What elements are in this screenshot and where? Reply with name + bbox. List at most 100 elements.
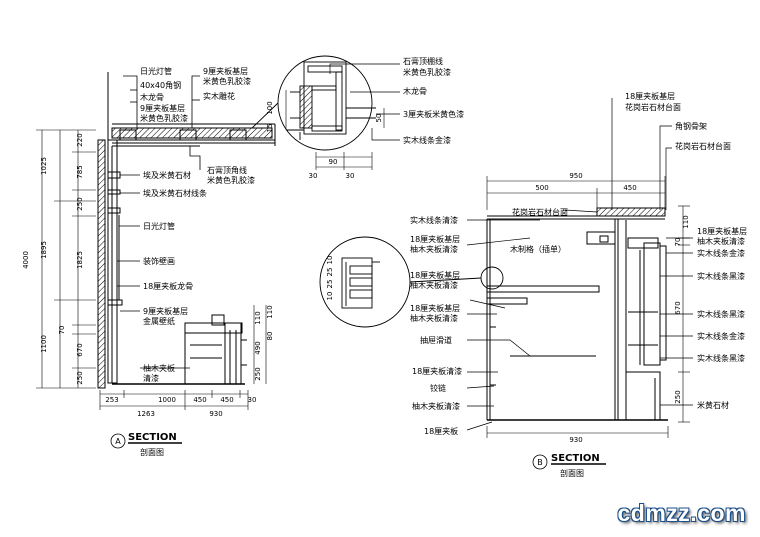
label-b-drawer-rail: 抽屉滑道 bbox=[420, 335, 452, 345]
section-b-dim-text: 950 500 450 70 110 670 250 930 10 25 25 … bbox=[326, 172, 690, 444]
detail-b-drawing bbox=[319, 236, 504, 328]
label-beige-stone: 埃及米黄石材 bbox=[143, 170, 191, 180]
label-b-granite-top: 花岗岩石材台面 bbox=[625, 102, 681, 112]
label-gypsum-line-paint: 米黄色乳胶漆 bbox=[403, 67, 451, 77]
label-plywood-keel: 18厘夹板龙骨 bbox=[143, 281, 193, 291]
dim-1100: 1100 bbox=[40, 335, 48, 353]
detail-a-drawing bbox=[251, 55, 376, 151]
label-b-r-wood-black: 实木线条黑漆 bbox=[697, 271, 745, 281]
label-b-r-wood-gold2: 实木线条金漆 bbox=[697, 331, 745, 341]
label-detail-wood-keel: 木龙骨 bbox=[403, 86, 427, 96]
label-b-wood-clear: 实木线条清漆 bbox=[410, 215, 458, 225]
dim-1895: 1895 bbox=[40, 241, 48, 259]
detail-dim-90: 90 bbox=[329, 158, 338, 166]
dim-930: 930 bbox=[209, 410, 222, 418]
label-b-teak-clear: 柚木夹板清漆 bbox=[410, 244, 458, 254]
label-plywood-base-low: 9厘夹板基层 bbox=[143, 306, 188, 316]
label-metal-wallpaper: 金属壁纸 bbox=[143, 316, 175, 326]
dim-450a: 450 bbox=[193, 396, 206, 404]
dim-80: 80 bbox=[266, 332, 274, 341]
dim-253: 253 bbox=[105, 396, 118, 404]
label-b-r-plywood-base: 18厘夹板基层 bbox=[697, 226, 747, 236]
dim-670: 670 bbox=[76, 343, 84, 356]
b-dim-110: 110 bbox=[682, 215, 690, 228]
dim-785: 785 bbox=[76, 165, 84, 178]
label-b-plywood-panel: 18厘夹板清漆 bbox=[412, 366, 462, 376]
detail-a-labels: 石膏顶棚线 米黄色乳胶漆 木龙骨 3厘夹板米黄色漆 实木线条金漆 bbox=[403, 56, 464, 145]
dim-4000: 4000 bbox=[22, 251, 30, 269]
dim-110: 110 bbox=[254, 311, 262, 324]
label-b-granite-top2: 花岗岩石材台面 bbox=[675, 141, 731, 151]
label-gypsum-line: 石膏顶棚线 bbox=[403, 56, 443, 66]
dim-1263: 1263 bbox=[137, 410, 155, 418]
dim-250c: 250 bbox=[254, 367, 262, 380]
label-b-teak-clear3: 柚木夹板清漆 bbox=[410, 313, 458, 323]
section-a-subheading: 剖面图 bbox=[140, 447, 164, 457]
label-detail-plywood-paint: 3厘夹板米黄色漆 bbox=[403, 109, 464, 119]
label-wood-carving: 实木雕花 bbox=[203, 91, 235, 101]
b-dim-250: 250 bbox=[674, 390, 682, 403]
b-dim-500: 500 bbox=[535, 184, 548, 192]
label-b-r-wood-black2: 实木线条黑漆 bbox=[697, 309, 745, 319]
detail-a-leaders bbox=[329, 63, 400, 141]
label-gypsum-corner: 石膏顶角线 bbox=[207, 165, 247, 175]
b-detail-dim-25b: 25 bbox=[326, 280, 334, 289]
b-detail-dim-25a: 25 bbox=[326, 268, 334, 277]
section-a-dim-text: 220 785 250 1825 1100 70 670 250 1895 10… bbox=[22, 133, 274, 418]
label-b-r-wood-black3: 实木线条黑漆 bbox=[697, 353, 745, 363]
dim-1025: 1025 bbox=[40, 157, 48, 175]
label-b-teak-clear4: 柚木夹板清漆 bbox=[412, 401, 460, 411]
dim-1825: 1825 bbox=[76, 251, 84, 269]
label-b-r-teak-clear: 柚木夹板清漆 bbox=[697, 236, 745, 246]
section-a-heading: SECTION bbox=[128, 432, 177, 443]
section-b-heading: SECTION bbox=[551, 453, 600, 464]
label-wood-keel-top: 木龙骨 bbox=[140, 92, 164, 102]
label-b-plywood-base2: 18厘夹板基层 bbox=[410, 234, 460, 244]
label-angle-steel: 40x40角钢 bbox=[140, 80, 181, 90]
detail-dim-50: 50 bbox=[375, 114, 383, 123]
detail-dim-100: 100 bbox=[266, 101, 274, 114]
label-plywood-base-top2: 9厘夹板基层 bbox=[203, 66, 248, 76]
label-b-plywood-base3: 18厘夹板基层 bbox=[410, 270, 460, 280]
label-teak-panel: 柚木夹板 bbox=[143, 363, 175, 373]
b-detail-dim-10b: 10 bbox=[326, 292, 334, 301]
b-dim-670: 670 bbox=[674, 301, 682, 314]
section-b-subheading: 剖面图 bbox=[560, 468, 584, 478]
section-a-labels: 日光灯管 40x40角钢 木龙骨 9厘夹板基层 米黄色乳胶漆 9厘夹板基层 米黄… bbox=[140, 66, 255, 383]
detail-a-dim-text: 100 15 50 90 30 30 bbox=[266, 101, 383, 180]
detail-dim-30a: 30 bbox=[309, 172, 318, 180]
label-fluorescent-mid: 日光灯管 bbox=[143, 221, 175, 231]
label-decor-wall: 装饰壁画 bbox=[143, 256, 175, 266]
detail-dim-30b: 30 bbox=[346, 172, 355, 180]
label-b-teak-clear2: 柚木夹板清漆 bbox=[410, 280, 458, 290]
label-b-plywood-base4: 18厘夹板基层 bbox=[410, 303, 460, 313]
label-beige-latex-top: 米黄色乳胶漆 bbox=[140, 113, 188, 123]
dim-1000: 1000 bbox=[158, 396, 176, 404]
dim-220: 220 bbox=[76, 133, 84, 146]
b-dim-930: 930 bbox=[569, 436, 582, 444]
label-clear-lacquer: 清漆 bbox=[143, 373, 159, 383]
dim-250a: 250 bbox=[76, 197, 84, 210]
detail-dim-15: 15 bbox=[266, 124, 274, 133]
section-a-title: A SECTION 剖面图 bbox=[110, 432, 182, 457]
dim-110b: 110 bbox=[266, 305, 274, 318]
detail-a-dimensions bbox=[285, 90, 385, 170]
dim-30: 30 bbox=[248, 396, 257, 404]
section-b-drawing bbox=[486, 207, 668, 421]
dim-250b: 250 bbox=[76, 371, 84, 384]
label-b-hinge: 铰链 bbox=[430, 383, 446, 393]
b-dim-450: 450 bbox=[623, 184, 636, 192]
label-b-wood-pigeonhole: 木制格（插单） bbox=[510, 244, 566, 254]
dim-450b: 450 bbox=[220, 396, 233, 404]
label-b-r-wood-gold: 实木线条金漆 bbox=[697, 248, 745, 258]
label-gypsum-corner-paint: 米黄色乳胶漆 bbox=[207, 175, 255, 185]
label-b-r-beige-stone: 米黄石材 bbox=[697, 400, 729, 410]
section-a-drawing bbox=[97, 72, 276, 389]
label-detail-wood-gold: 实木线条金漆 bbox=[403, 135, 451, 145]
dim-70: 70 bbox=[58, 326, 66, 335]
dim-490: 490 bbox=[254, 341, 262, 354]
label-fluorescent-top: 日光灯管 bbox=[140, 66, 172, 76]
section-b-leaders bbox=[466, 98, 693, 431]
label-beige-latex-top2: 米黄色乳胶漆 bbox=[203, 76, 251, 86]
